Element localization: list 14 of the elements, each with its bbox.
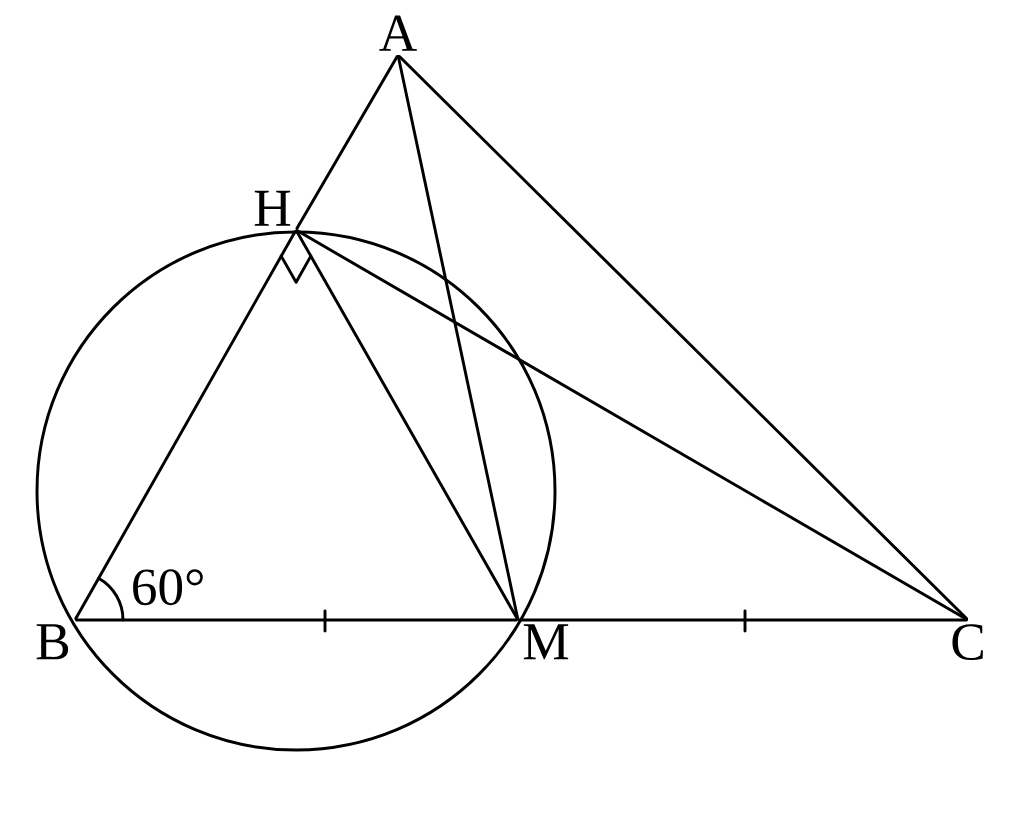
segment	[398, 55, 968, 621]
point-label: H	[254, 190, 291, 226]
point-label: M	[523, 624, 569, 660]
segment	[295, 55, 399, 230]
segment	[75, 618, 518, 622]
angle-label: 60°	[133, 569, 203, 606]
segment	[295, 230, 519, 620]
point-label: A	[379, 15, 417, 51]
segment	[518, 618, 968, 622]
segment	[296, 229, 968, 621]
point-label: B	[36, 624, 69, 660]
segment	[74, 230, 297, 620]
segment	[396, 55, 520, 620]
point-label: C	[952, 624, 983, 661]
